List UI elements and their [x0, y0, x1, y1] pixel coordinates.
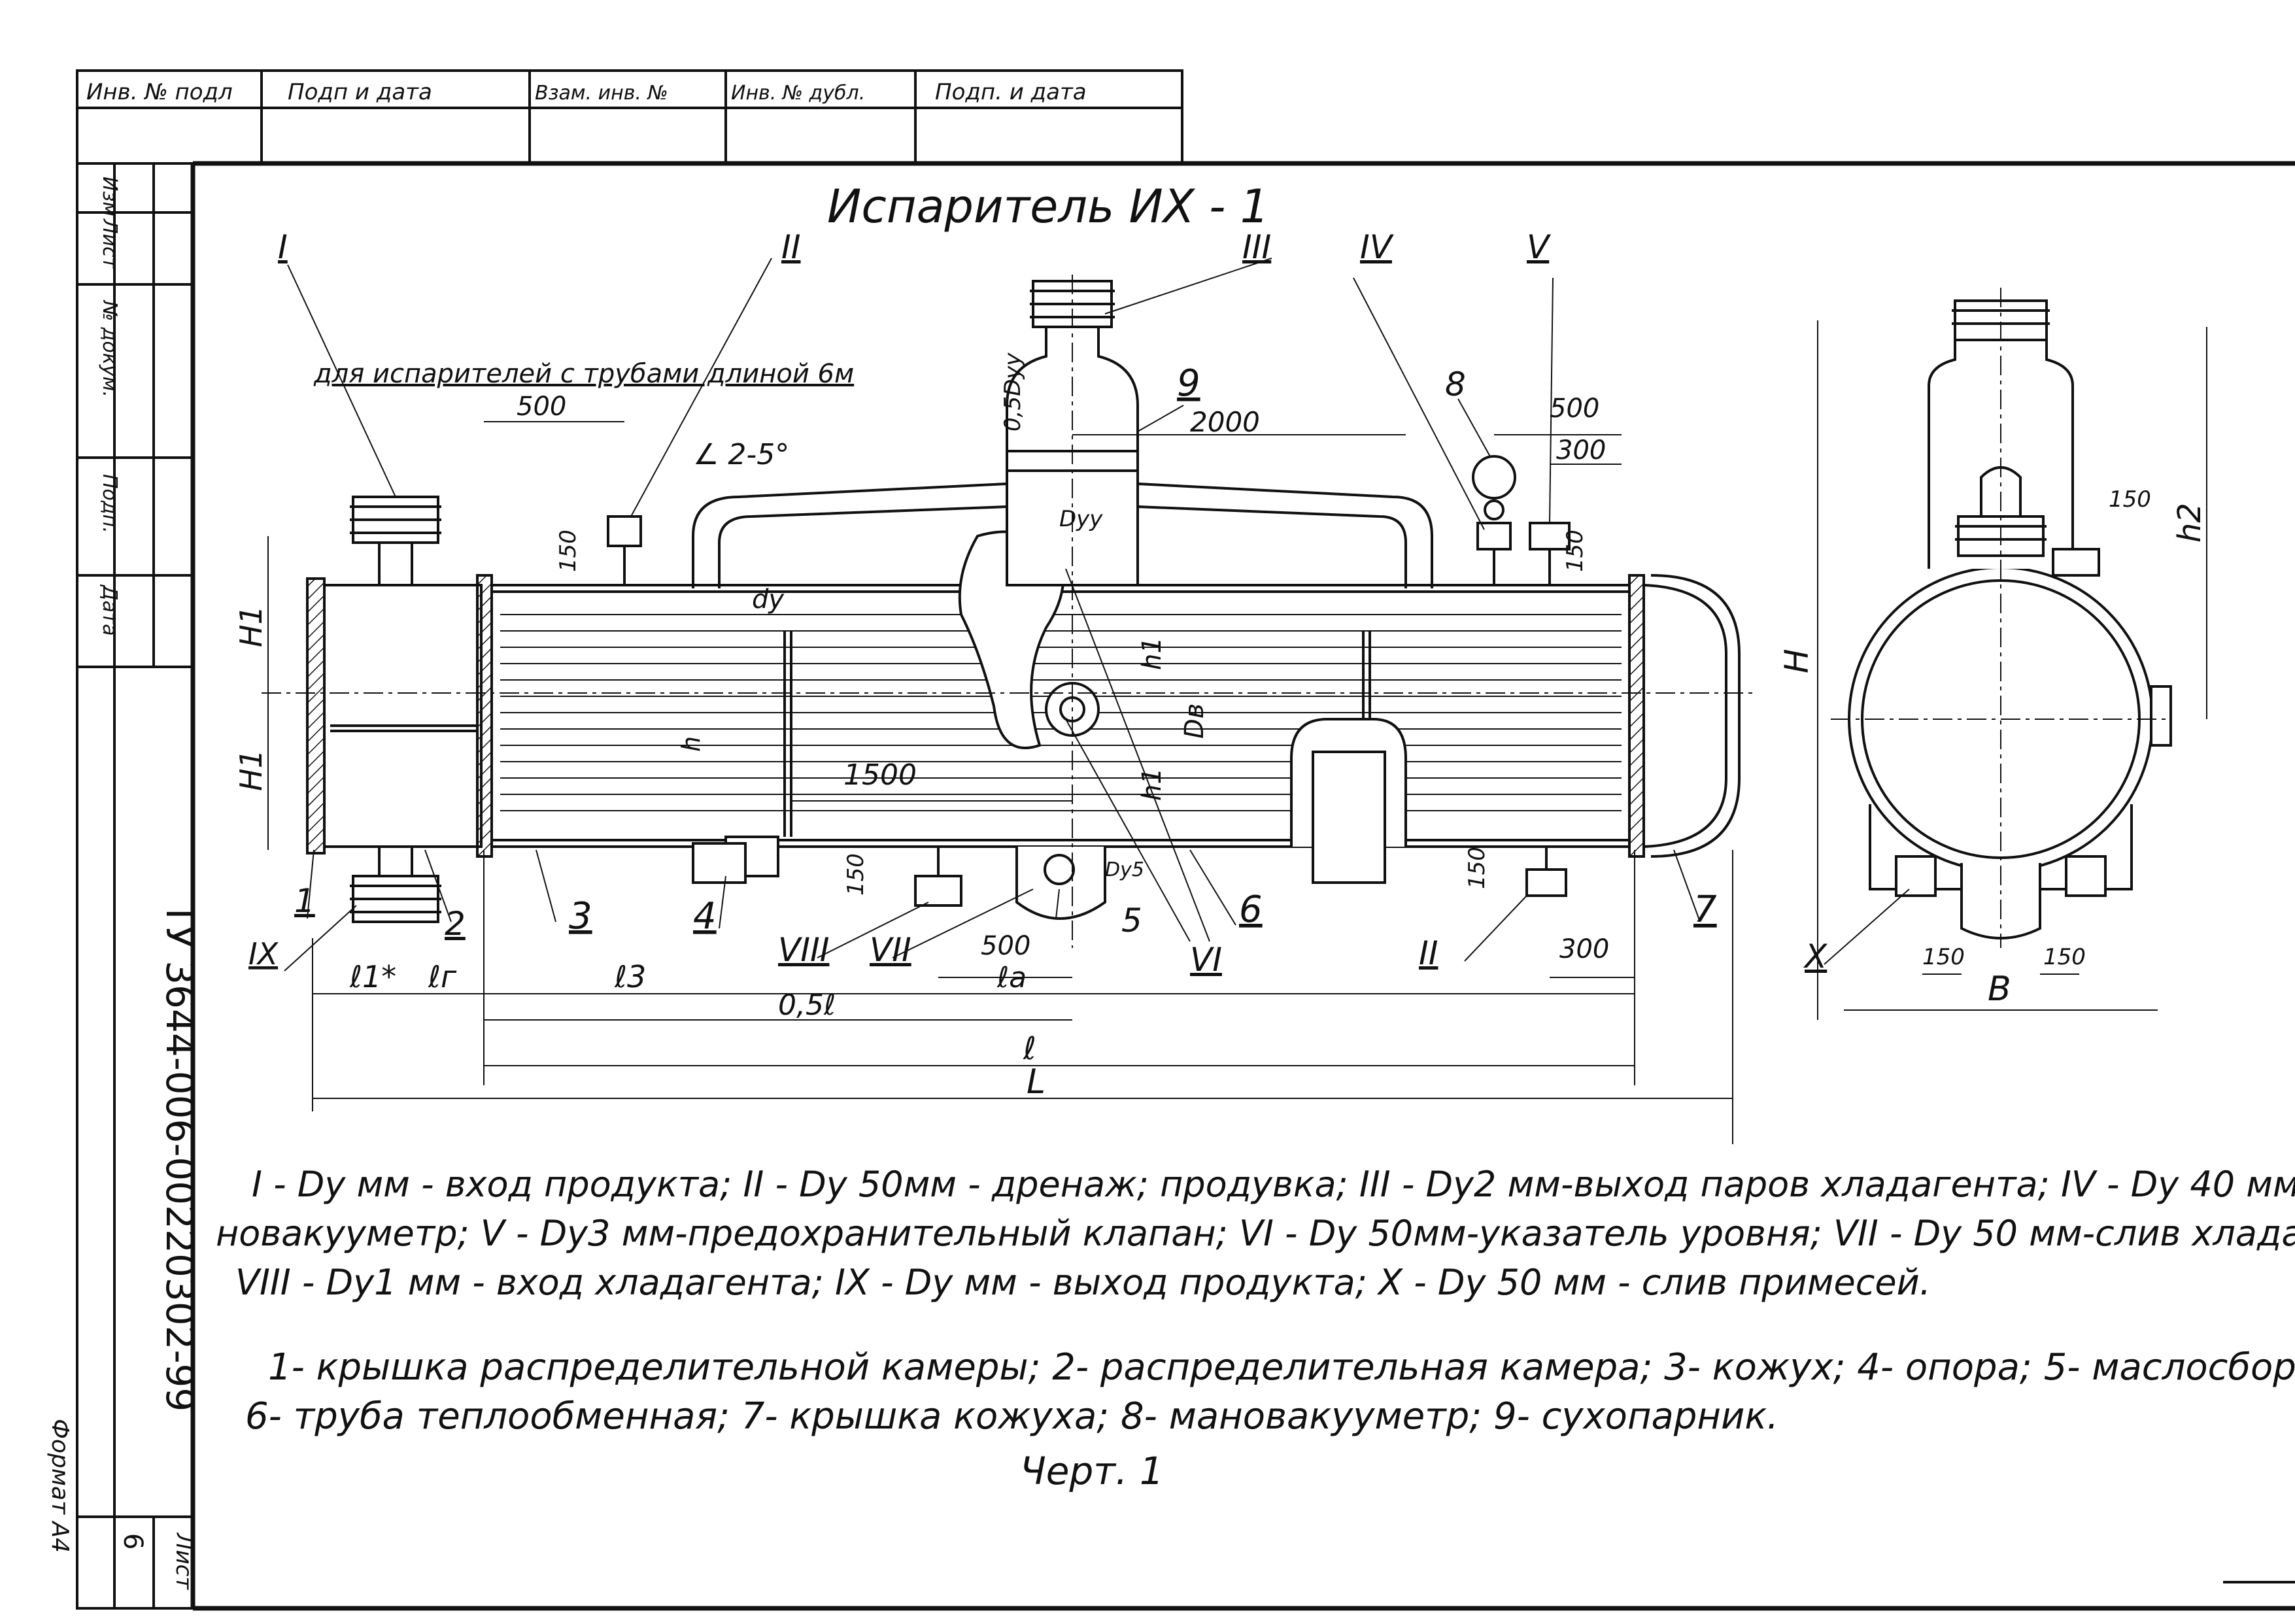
- dim-lg: ℓг: [428, 959, 457, 994]
- dim-H: H: [1778, 649, 1816, 673]
- stamp-header: Взам. инв. №: [535, 82, 668, 105]
- callout-IV: IV: [1360, 228, 1395, 266]
- legend-line: I - Dу мм - вход продукта; II - Dу 50мм …: [252, 1164, 2295, 1205]
- dim-l: ℓ: [1023, 1030, 1036, 1067]
- callout-leaders: [284, 258, 1910, 972]
- callout-VII: VII: [870, 931, 911, 969]
- drawing-label: Черт. 1: [1020, 1449, 1164, 1493]
- callout-9: 9: [1177, 362, 1200, 405]
- dim-500: 500: [517, 392, 566, 422]
- callout-V: V: [1527, 228, 1552, 266]
- sheet-label: Лист: [171, 1532, 197, 1590]
- parts-line: 6- труба теплообменная; 7- крышка кожуха…: [245, 1395, 1778, 1438]
- callout-VI: VI: [1190, 941, 1222, 979]
- dim-h1-lower: h1: [1137, 768, 1167, 801]
- dim-l3: ℓ3: [614, 959, 646, 994]
- callout-2: 2: [445, 905, 466, 943]
- dim-B: B: [1988, 970, 2011, 1009]
- callout-7: 7: [1693, 888, 1717, 931]
- note-tubes: для испарителей с трубами длиной 6м: [313, 359, 854, 389]
- dim-150-bottom-right: 150: [1464, 847, 1490, 889]
- dim-05dyy: 0,5Dуу: [1000, 352, 1026, 431]
- dim-500-bottom: 500: [981, 931, 1030, 961]
- sheet-number: 6: [118, 1533, 148, 1549]
- parts-line: 1- крышка распределительной камеры; 2- р…: [268, 1346, 2295, 1389]
- left-stamp: Изм Лист № докум. Подп. Дата ТУ 3644-006…: [46, 162, 202, 1610]
- dim-h1-upper: h1: [1137, 637, 1167, 670]
- dim-2000: 2000: [1190, 406, 1260, 438]
- dim-dy5: Dу5: [1105, 858, 1144, 881]
- doc-number: ТУ 3644-006-00220302-99: [158, 902, 202, 1412]
- stamp-header: Инв. № подл: [86, 79, 233, 105]
- dim-150-end-left: 150: [1922, 944, 1965, 970]
- format-label: Формат А4: [46, 1419, 73, 1553]
- dim-dyy: Dуу: [1059, 506, 1103, 532]
- callout-II-bottom: II: [1419, 934, 1438, 972]
- dim-slope: ∠ 2-5°: [693, 438, 789, 471]
- callout-4: 4: [693, 895, 717, 938]
- callout-I: I: [278, 228, 288, 266]
- callout-X: X: [1803, 938, 1828, 975]
- dim-150-top: 150: [555, 530, 581, 572]
- legend-line: новакуумeтр; V - Dу3 мм-предохранительны…: [216, 1213, 2295, 1254]
- dim-300-top-right: 300: [1556, 435, 1606, 465]
- stamp-header: Подп и дата: [288, 79, 432, 105]
- vessel-end-view: [1831, 288, 2172, 948]
- dim-150-bottom: 150: [843, 853, 869, 896]
- dim-la: ℓа: [996, 961, 1027, 994]
- stamp-left-label: Подп.: [98, 474, 121, 533]
- callout-1: 1: [294, 882, 315, 920]
- callout-III: III: [1242, 228, 1271, 266]
- dimension-lines: [267, 320, 2207, 1144]
- vessel-side-view: [262, 275, 1752, 948]
- callout-6: 6: [1239, 888, 1263, 931]
- dim-dy: dy: [752, 584, 785, 615]
- top-stamp: Инв. № подл Подп и дата Взам. инв. № Инв…: [76, 69, 1183, 165]
- callout-labels: I II III IV V 8 9 1 IX 2 3 4 VIII VII 5 …: [248, 228, 1828, 979]
- callout-II: II: [781, 228, 801, 266]
- dimension-texts: 500 2000 500 300 ∠ 2-5° dy Dуу 0,5Dуу Dу…: [233, 352, 2208, 1102]
- dim-150-end-right: 150: [2043, 944, 2086, 970]
- dim-300-bottom: 300: [1559, 934, 1609, 964]
- stamp-left-label: № докум.: [98, 299, 121, 398]
- legend-parts: 1- крышка распределительной камеры; 2- р…: [245, 1346, 2295, 1438]
- callout-IX: IX: [248, 936, 279, 972]
- dim-1500: 1500: [843, 758, 917, 792]
- drawing-title: Испаритель ИХ - 1: [827, 180, 1269, 233]
- stamp-header: Инв. № дубл.: [731, 82, 865, 105]
- dim-l1: ℓ1*: [349, 959, 396, 994]
- legend-nozzles: I - Dу мм - вход продукта; II - Dу 50мм …: [216, 1164, 2295, 1303]
- dim-150-end-top: 150: [2109, 486, 2151, 513]
- dim-500-top-right: 500: [1550, 394, 1599, 424]
- callout-8: 8: [1445, 365, 1466, 403]
- tube-bundle: [500, 614, 1622, 811]
- stamp-left-label: Изм: [98, 177, 121, 216]
- dim-L: L: [1027, 1062, 1046, 1102]
- dim-h2: h2: [2171, 503, 2208, 543]
- dim-H1-lower: H1: [233, 749, 269, 791]
- dim-05l: 0,5ℓ: [778, 989, 836, 1022]
- callout-VIII: VIII: [778, 931, 829, 969]
- dim-150-top-right: 150: [1562, 530, 1588, 572]
- dim-dv: Dв: [1180, 703, 1210, 739]
- dim-H1-upper: H1: [233, 605, 269, 647]
- dim-h: h: [677, 736, 706, 752]
- legend-line: VIII - Dу1 мм - вход хладагента; IX - Dу…: [235, 1262, 1931, 1303]
- stamp-header: Подп. и дата: [935, 79, 1087, 105]
- callout-3: 3: [569, 895, 592, 938]
- stamp-left-label: Лист: [98, 218, 121, 270]
- stamp-left-label: Дата: [98, 584, 121, 636]
- callout-5: 5: [1121, 902, 1142, 939]
